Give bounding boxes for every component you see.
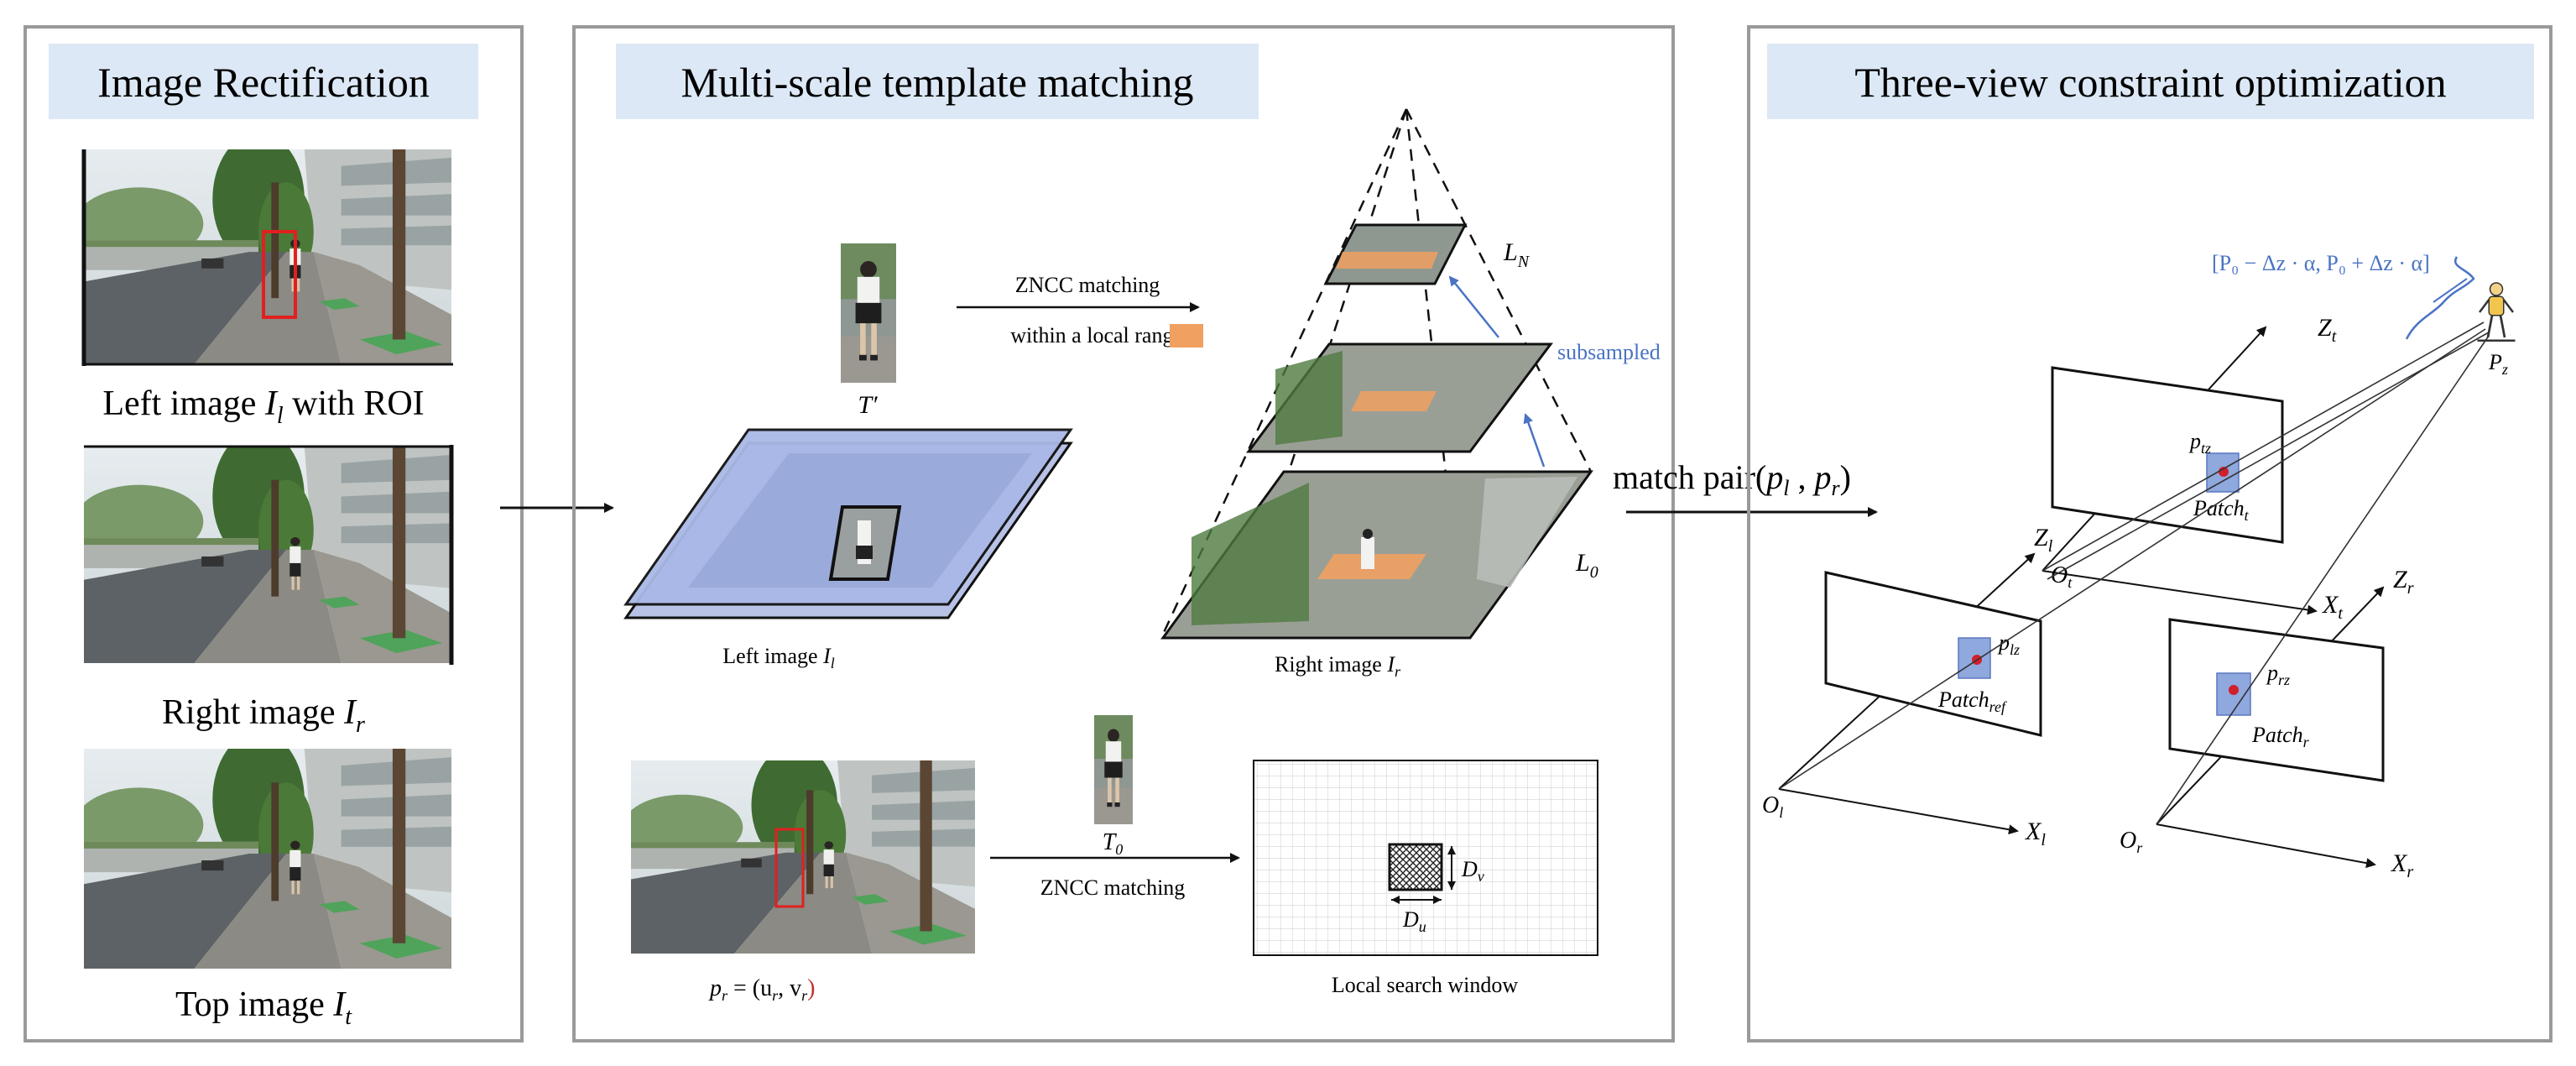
left-image-stack-caption: Left image Il xyxy=(722,644,835,671)
rectification-title-bg xyxy=(49,44,478,119)
right-image-with-match xyxy=(631,760,975,954)
or-label: Or xyxy=(2120,828,2143,856)
top-image-caption: Top image It xyxy=(175,985,352,1030)
panel-image-rectification: Image Rectification Left image Il with R… xyxy=(23,25,524,1042)
level-n-label: LN xyxy=(1503,238,1530,271)
matching-title: Multi-scale template matching xyxy=(681,59,1194,106)
subsampled-label: subsampled xyxy=(1557,340,1661,364)
patch-r-label: Patchr xyxy=(2251,723,2310,750)
matching-title-bg xyxy=(616,44,1259,119)
left-image-caption: Left image Il with ROI xyxy=(102,384,424,429)
zr-label: Zr xyxy=(2393,566,2414,598)
xr-label: Xr xyxy=(2391,849,2413,881)
zncc-matching-top: ZNCC matching xyxy=(1015,273,1160,297)
zt-label: Zt xyxy=(2318,314,2337,346)
xt-label: Xt xyxy=(2322,591,2343,623)
top-camera-frame xyxy=(2042,326,2318,615)
optimization-title-bg xyxy=(1767,44,2534,119)
depth-range-label: [P₀ − Δz · α, P₀ + Δz · α] xyxy=(2212,251,2430,275)
patch-ref-label: Patchref xyxy=(1937,687,2008,715)
prz-label: prz xyxy=(2266,661,2290,688)
pr-equation: pr = (ur, vr) xyxy=(708,975,816,1004)
zncc-matching-bottom: ZNCC matching xyxy=(1040,875,1186,900)
panel-template-matching: Multi-scale template matching T′ ZNCC ma… xyxy=(572,25,1675,1042)
ol-label: Ol xyxy=(1762,792,1783,821)
projection-rays xyxy=(1778,321,2490,825)
du-label: Du xyxy=(1402,907,1426,935)
right-camera-frame xyxy=(2156,586,2385,869)
optimization-title: Three-view constraint optimization xyxy=(1854,59,2446,106)
xl-label: Xl xyxy=(2025,818,2046,849)
roi-box xyxy=(262,230,297,319)
image-pyramid xyxy=(1160,108,1593,640)
rectification-title: Image Rectification xyxy=(97,59,430,106)
local-range-text: within a local range xyxy=(1010,323,1183,347)
local-search-window xyxy=(1253,760,1598,956)
search-window-caption: Local search window xyxy=(1332,973,1519,997)
top-image-rectified xyxy=(84,749,451,969)
match-pair-label: match pair(pl , pr) xyxy=(1613,458,1851,500)
match-box xyxy=(774,828,805,908)
pz-label: Pz xyxy=(2488,350,2508,378)
ptz-label: ptz xyxy=(2188,429,2211,457)
pedestrian-icon xyxy=(2476,281,2516,342)
local-range-swatch xyxy=(1170,324,1203,347)
t0-label: T0 xyxy=(1103,829,1124,858)
left-image-stack xyxy=(623,428,1073,619)
left-image-roi xyxy=(81,149,453,366)
right-image-rectified xyxy=(84,445,454,665)
template-label: T′ xyxy=(858,391,878,419)
template-t0 xyxy=(1094,715,1133,824)
dv-label: Dv xyxy=(1461,857,1484,885)
template-t-prime xyxy=(841,243,896,383)
level-0-label: L0 xyxy=(1575,549,1598,582)
left-camera-frame xyxy=(1778,552,2042,835)
right-image-caption: Right image Ir xyxy=(162,693,365,738)
right-image-pyramid-caption: Right image Ir xyxy=(1275,652,1401,680)
search-patch xyxy=(1388,843,1443,891)
zl-label: Zl xyxy=(2034,524,2053,556)
ot-label: Ot xyxy=(2051,562,2073,591)
panel-three-view-optimization: Three-view constraint optimization [P₀ −… xyxy=(1747,25,2553,1042)
patch-t-label: Patcht xyxy=(2193,496,2250,524)
